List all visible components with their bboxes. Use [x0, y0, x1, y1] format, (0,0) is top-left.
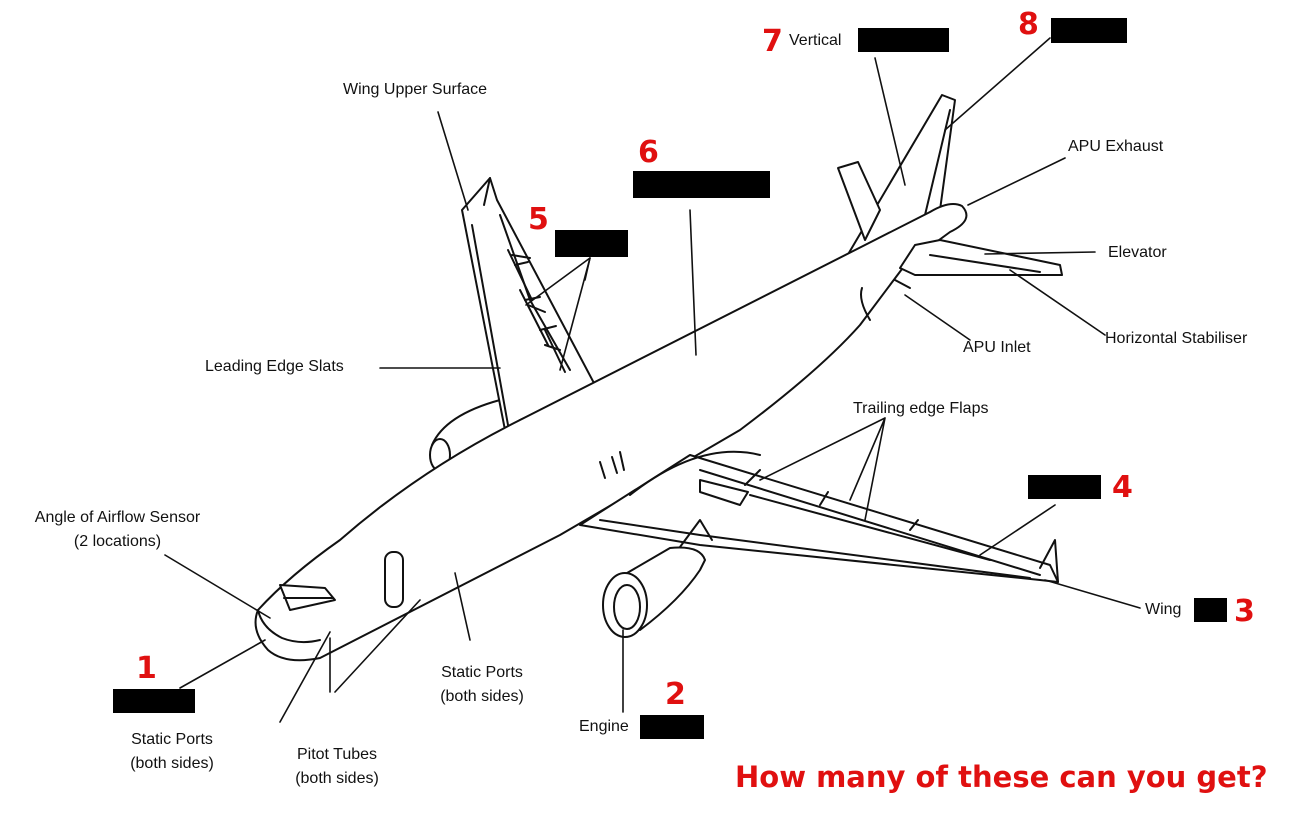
redaction-box-7: [858, 28, 949, 52]
question-number-3: 3: [1234, 594, 1255, 629]
question-number-7: 7: [762, 24, 783, 59]
angle-sensor-line-2: (2 locations): [73, 533, 162, 550]
label-elevator: Elevator: [1108, 244, 1167, 261]
static-ports-front-line-1: Static Ports: [131, 731, 213, 748]
label-wing-upper-surface: Wing Upper Surface: [343, 81, 488, 98]
label-vertical-prefix: Vertical: [789, 32, 842, 49]
redaction-box-3: [1194, 598, 1227, 622]
static-ports-mid-line-2: (both sides): [440, 688, 524, 705]
label-horizontal-stabiliser: Horizontal Stabiliser: [1105, 330, 1248, 347]
question-number-2: 2: [665, 677, 686, 712]
static-ports-mid-line-1: Static Ports: [441, 664, 523, 681]
question-number-8: 8: [1018, 7, 1039, 42]
label-static-ports-front: Static Ports (both sides): [110, 728, 234, 776]
right-engine-drawing: [602, 519, 713, 638]
horizontal-stabiliser-drawing: [894, 239, 1063, 289]
redaction-box-5: [555, 230, 628, 257]
static-ports-front-line-2: (both sides): [130, 755, 214, 772]
redaction-box-8: [1051, 18, 1127, 43]
redaction-box-2: [640, 715, 704, 739]
quiz-question: How many of these can you get?: [735, 760, 1268, 794]
pitot-tubes-line-1: Pitot Tubes: [296, 746, 378, 763]
question-number-5: 5: [528, 202, 549, 237]
label-wing-prefix: Wing: [1145, 601, 1182, 618]
label-apu-inlet: APU Inlet: [963, 339, 1031, 356]
label-leading-edge-slats: Leading Edge Slats: [205, 358, 344, 375]
label-apu-exhaust: APU Exhaust: [1068, 138, 1164, 155]
label-static-ports-mid: Static Ports (both sides): [420, 661, 544, 709]
label-angle-of-airflow-sensor: Angle of Airflow Sensor (2 locations): [10, 506, 225, 554]
redaction-box-1: [113, 689, 195, 713]
redaction-box-4: [1028, 475, 1101, 499]
question-number-4: 4: [1112, 470, 1133, 505]
question-number-6: 6: [638, 135, 659, 170]
pitot-tubes-line-2: (both sides): [295, 770, 379, 787]
redaction-box-6: [633, 171, 770, 198]
right-wing-drawing: [579, 450, 1059, 583]
label-pitot-tubes: Pitot Tubes (both sides): [275, 743, 399, 791]
label-trailing-edge-flaps: Trailing edge Flaps: [853, 400, 989, 417]
fuselage-drawing: [254, 203, 968, 662]
angle-sensor-line-1: Angle of Airflow Sensor: [34, 509, 201, 526]
question-number-1: 1: [136, 651, 157, 686]
leader-lines: [164, 37, 1141, 723]
label-engine-prefix: Engine: [579, 718, 629, 735]
